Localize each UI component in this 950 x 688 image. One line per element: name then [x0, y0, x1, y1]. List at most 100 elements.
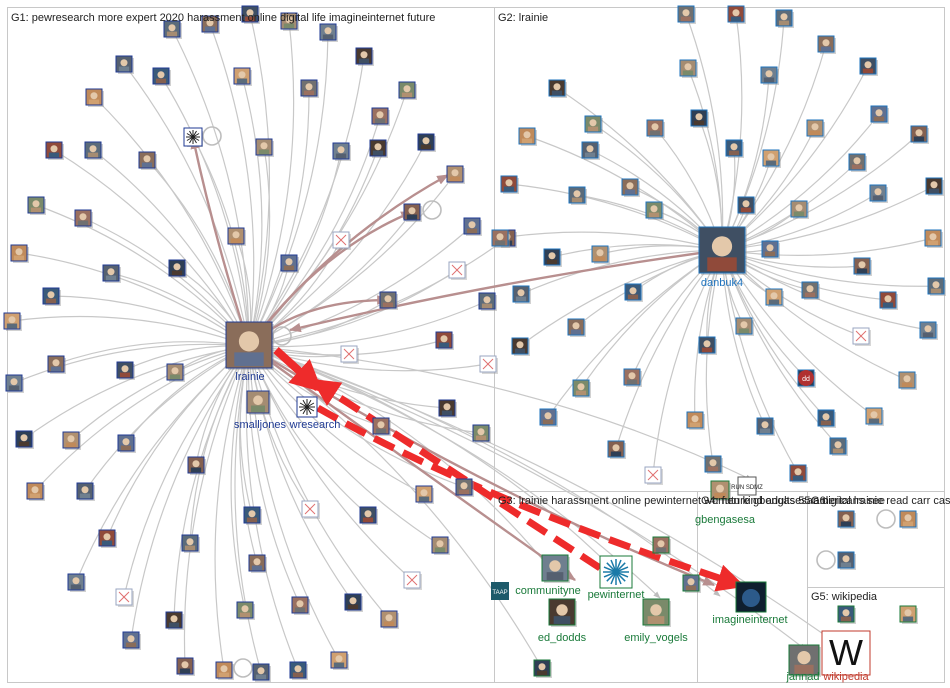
- avatar-body: [515, 349, 525, 354]
- avatar-face: [687, 578, 694, 585]
- avatar-face: [516, 341, 523, 348]
- avatar-body: [205, 27, 215, 32]
- avatar-face: [364, 510, 371, 517]
- node-label-emily-vogels[interactable]: emily_vogels: [624, 632, 688, 644]
- avatar-face: [47, 291, 54, 298]
- node-label-danbuk4[interactable]: danbuk4: [701, 277, 743, 289]
- avatar-face: [31, 486, 38, 493]
- avatar-body: [237, 79, 247, 84]
- edges: [12, 14, 936, 677]
- edge: [147, 160, 249, 346]
- avatar-body: [504, 187, 514, 192]
- avatar-face: [822, 413, 829, 420]
- avatar-body: [31, 208, 41, 213]
- avatar-face: [612, 444, 619, 451]
- avatar-body: [852, 165, 862, 170]
- avatar-body: [694, 121, 704, 126]
- avatar-face: [324, 27, 331, 34]
- avatar-face: [767, 153, 774, 160]
- avatar-face: [170, 615, 177, 622]
- avatar-face: [349, 597, 356, 604]
- avatar-body: [88, 153, 98, 158]
- group-label-g1: G1: pewresearch more expert 2020 harassm…: [11, 12, 435, 24]
- avatar-body: [588, 127, 598, 132]
- avatar-body: [841, 617, 851, 622]
- avatar-body: [552, 91, 562, 96]
- avatar-face: [915, 129, 922, 136]
- avatar-body: [537, 671, 547, 676]
- avatar-face: [930, 181, 937, 188]
- avatar-face: [257, 667, 264, 674]
- avatar-face: [186, 538, 193, 545]
- avatar-face: [360, 51, 367, 58]
- avatar-face: [695, 113, 702, 120]
- avatar-face: [650, 205, 657, 212]
- avatar-face: [548, 252, 555, 259]
- avatar-body: [375, 119, 385, 124]
- avatar-body: [863, 69, 873, 74]
- avatar-face: [477, 428, 484, 435]
- avatar-face: [260, 142, 267, 149]
- avatar-body: [690, 423, 700, 428]
- avatar-body: [779, 21, 789, 26]
- avatar-body: [650, 131, 660, 136]
- avatar-body: [419, 497, 429, 502]
- node-label-lrainie[interactable]: lrainie: [235, 371, 264, 383]
- node-label-pewresearch[interactable]: wresearch: [289, 419, 341, 431]
- node-label-communitynet[interactable]: communityne: [515, 585, 580, 597]
- avatar-face: [517, 289, 524, 296]
- edge: [722, 238, 933, 255]
- avatar-body: [284, 24, 294, 29]
- node-label-jannad[interactable]: jannad: [785, 671, 819, 683]
- avatar-face: [335, 655, 342, 662]
- avatar-face: [10, 378, 17, 385]
- edge: [249, 14, 269, 346]
- avatar-body: [516, 297, 526, 302]
- avatar-face: [556, 604, 567, 615]
- avatar-body: [923, 333, 933, 338]
- avatar-face: [740, 321, 747, 328]
- avatar-body: [435, 548, 445, 553]
- avatar-face: [797, 651, 810, 664]
- avatar-body: [914, 137, 924, 142]
- avatar-body: [450, 177, 460, 182]
- avatar-face: [403, 85, 410, 92]
- node-label-ed-dodds[interactable]: ed_dodds: [538, 632, 587, 644]
- node-label-gbengasesan[interactable]: gbengasesa: [695, 514, 756, 526]
- avatar-face: [15, 248, 22, 255]
- avatar-face: [460, 482, 467, 489]
- avatar-body: [873, 196, 883, 201]
- avatar-face: [538, 663, 545, 670]
- edge: [722, 14, 742, 250]
- avatar-body: [857, 269, 867, 274]
- avatar-face: [684, 63, 691, 70]
- avatar-face: [285, 258, 292, 265]
- avatar-body: [66, 443, 76, 448]
- avatar-face: [8, 316, 15, 323]
- avatar-body: [30, 494, 40, 499]
- node-label-wikipedia[interactable]: wikipedia: [822, 671, 869, 683]
- avatar-face: [107, 268, 114, 275]
- avatar-face: [811, 123, 818, 130]
- avatar-face: [549, 560, 560, 571]
- avatar-face: [875, 109, 882, 116]
- avatar-body: [156, 79, 166, 84]
- node-label-pewinternet[interactable]: pewinternet: [588, 589, 645, 601]
- avatar-face: [294, 665, 301, 672]
- avatar-body: [572, 198, 582, 203]
- avatar-face: [884, 295, 891, 302]
- avatar-body: [284, 266, 294, 271]
- avatar-face: [305, 83, 312, 90]
- avatar-body: [383, 303, 393, 308]
- edge: [688, 68, 722, 250]
- self-loop: [817, 551, 835, 569]
- avatar-body: [373, 151, 383, 156]
- avatar-face: [436, 540, 443, 547]
- avatar-face: [173, 263, 180, 270]
- avatar-face: [408, 207, 415, 214]
- avatar-body: [442, 411, 452, 416]
- avatar-body: [595, 257, 605, 262]
- avatar-body: [251, 406, 265, 413]
- node-label-smalljones[interactable]: smalljones: [234, 419, 286, 431]
- node-label-imagineinternet[interactable]: imagineinternet: [712, 614, 787, 626]
